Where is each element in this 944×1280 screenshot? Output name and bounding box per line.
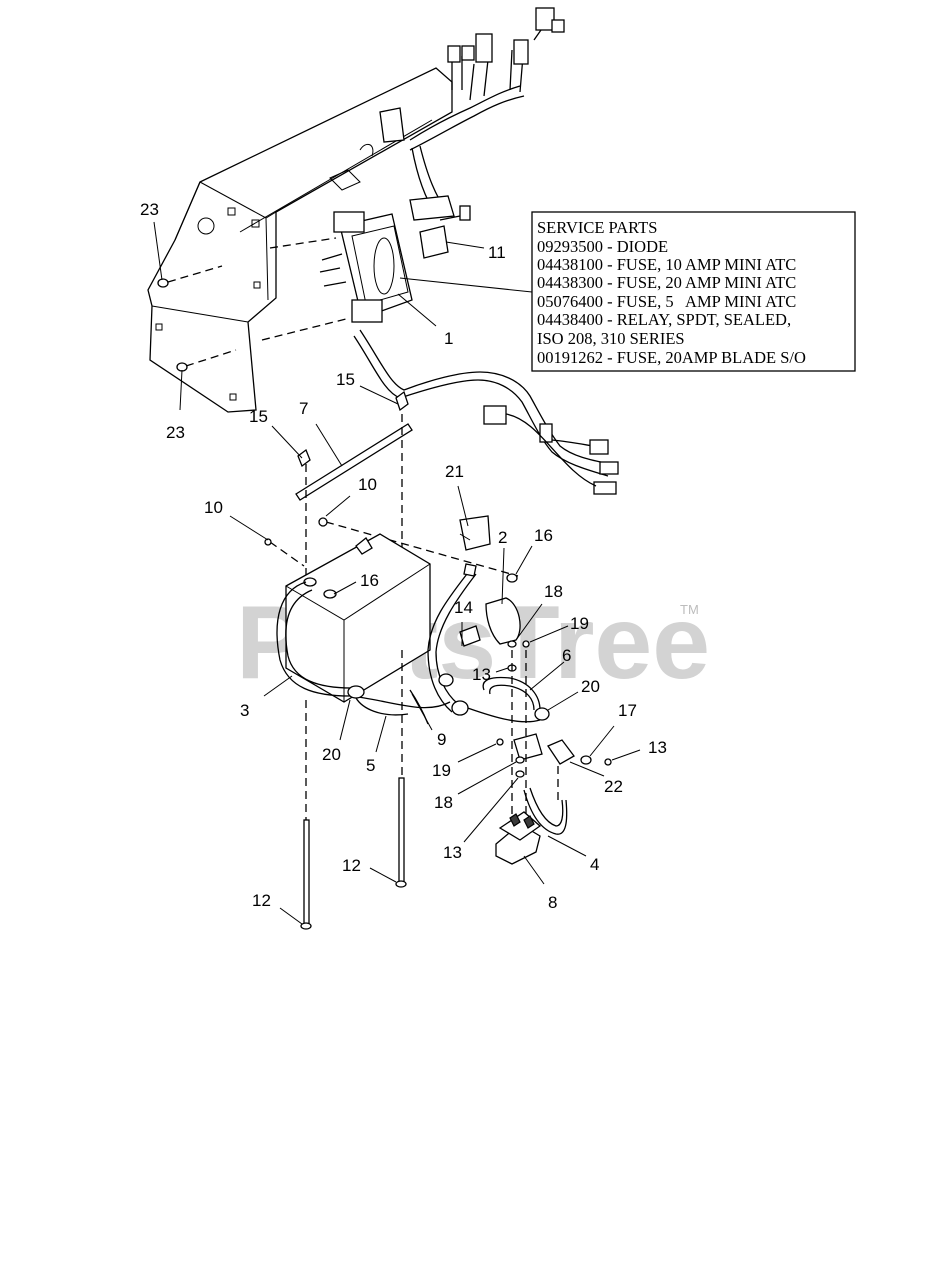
callout-12-left: 12 [252,891,271,910]
callout-10-left: 10 [204,498,223,517]
callout-6: 6 [562,646,571,665]
callout-5: 5 [366,756,375,775]
service-parts-line-3: 04438300 - FUSE, 20 AMP MINI ATC [537,273,796,292]
callout-19-bottom: 19 [432,761,451,780]
service-parts-box: SERVICE PARTS 09293500 - DIODE 04438100 … [531,211,856,372]
watermark-trademark: TM [680,602,699,617]
battery-cables [276,563,575,835]
service-parts-line-5: 04438400 - RELAY, SPDT, SEALED, [537,310,791,329]
callout-23-bottom: 23 [166,423,185,442]
service-parts-title: SERVICE PARTS [537,218,657,237]
service-parts-line-4: 05076400 - FUSE, 5 AMP MINI ATC [537,292,796,311]
leader-lines [153,221,641,925]
hold-down [264,390,519,600]
fuse-block [319,211,413,323]
callout-10-top: 10 [358,475,377,494]
callout-22: 22 [604,777,623,796]
callout-4: 4 [590,855,599,874]
callout-14: 14 [454,598,473,617]
callout-2: 2 [498,528,507,547]
callout-16-right: 16 [534,526,553,545]
service-parts-line-2: 04438100 - FUSE, 10 AMP MINI ATC [537,255,796,274]
callout-20-right: 20 [581,677,600,696]
callout-19-top: 19 [570,614,589,633]
callout-12-right: 12 [342,856,361,875]
callout-16-left: 16 [360,571,379,590]
callout-15-right: 15 [336,370,355,389]
solenoid [495,811,542,865]
boots [459,515,543,761]
wire-harness [353,7,619,495]
callout-15-left: 15 [249,407,268,426]
callout-labels: 23 23 11 1 15 15 7 21 10 10 2 16 16 18 1… [140,200,667,912]
service-parts-line-7: 00191262 - FUSE, 20AMP BLADE S/O [537,348,806,367]
battery [285,533,431,703]
screws-23 [157,237,351,372]
callout-8: 8 [548,893,557,912]
callout-18-bottom: 18 [434,793,453,812]
callout-13-mid: 13 [472,665,491,684]
dash-panel [147,67,453,413]
callout-18-top: 18 [544,582,563,601]
callout-21: 21 [445,462,464,481]
fasteners [496,573,612,820]
callout-9: 9 [437,730,446,749]
callout-11: 11 [488,243,506,262]
callout-20-left: 20 [322,745,341,764]
service-parts-line-6: ISO 208, 310 SERIES [537,329,685,348]
callout-1: 1 [444,329,453,348]
callout-7: 7 [299,399,308,418]
callout-13-bottom: 13 [443,843,462,862]
service-parts-border [531,211,856,372]
callout-13-right: 13 [648,738,667,757]
service-parts-line-1: 09293500 - DIODE [537,237,668,256]
callout-17: 17 [618,701,637,720]
callout-3: 3 [240,701,249,720]
callout-23-top: 23 [140,200,159,219]
